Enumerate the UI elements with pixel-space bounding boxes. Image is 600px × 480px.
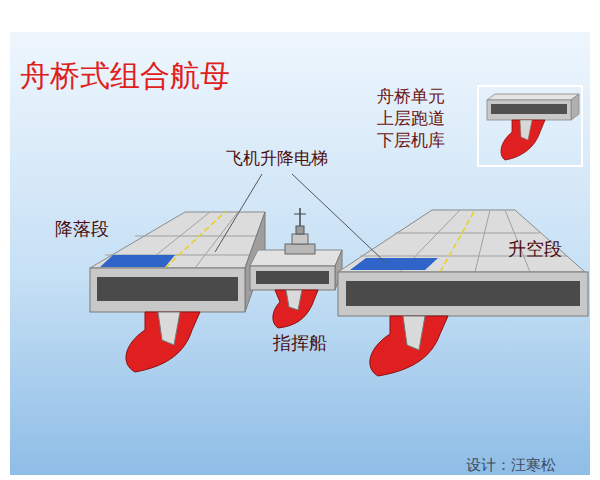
- command-ship: [250, 208, 342, 328]
- unit-label: 下层机库: [377, 130, 445, 150]
- elevator-label: 飞机升降电梯: [226, 148, 328, 168]
- designer-credit: 设计：汪寒松: [466, 456, 556, 474]
- ship-label: 指挥船: [273, 332, 327, 354]
- section-label: 升空段: [508, 238, 562, 260]
- unit-label: 舟桥单元: [377, 86, 445, 106]
- takeoff-section: [338, 210, 588, 376]
- landing-section: [90, 212, 265, 372]
- section-label: 降落段: [55, 218, 109, 240]
- leader-lines: [215, 174, 385, 262]
- title: 舟桥式组合航母: [20, 58, 230, 94]
- unit-label: 上层跑道: [377, 108, 445, 128]
- background: [10, 32, 590, 475]
- unit-inset: [478, 86, 582, 166]
